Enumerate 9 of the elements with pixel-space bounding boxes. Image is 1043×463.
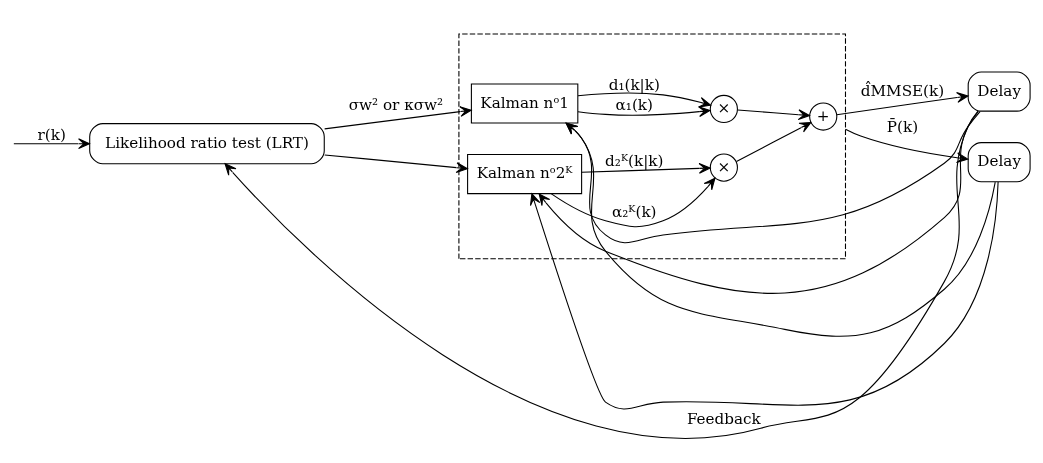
edge-label: P̄(k): [886, 117, 919, 136]
edge-label: σw² or κσw²: [348, 95, 444, 114]
edge-label: d₂ᴷ(k|k): [605, 151, 664, 170]
edge-label: d̂MMSE(k): [860, 81, 945, 100]
edge-label: r(k): [37, 125, 66, 144]
edge-label: α₁(k): [615, 95, 653, 114]
edge-label: Feedback: [686, 409, 761, 428]
edge-label: α₂ᴷ(k): [612, 202, 657, 221]
edge-label: d₁(k|k): [608, 75, 660, 94]
